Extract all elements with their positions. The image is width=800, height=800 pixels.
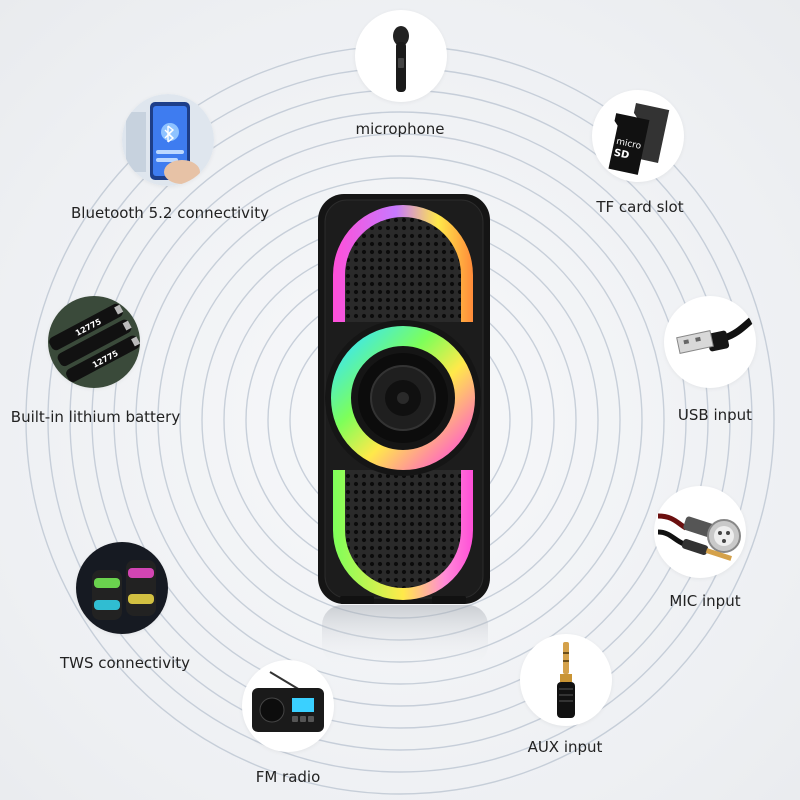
tf-card-bubble: micro SD [592,90,684,182]
phone-bluetooth-icon [122,94,214,186]
microphone-label: microphone [355,120,445,138]
top-grille-light [333,205,473,322]
mic-input-label: MIC input [669,592,741,610]
fm-radio-label: FM radio [255,768,321,786]
tws-label: TWS connectivity [59,654,191,672]
woofer-ring-light [325,320,481,476]
svg-text:SD: SD [613,148,630,162]
xlr-cable-icon [657,513,741,561]
tws-bubble [76,542,168,634]
tf-card-label: TF card slot [596,198,684,216]
twin-speakers-icon [76,542,168,634]
fm-radio-bubble [242,660,334,752]
bottom-grille-light [333,470,473,600]
usb-plug-icon [676,315,756,354]
usb-bubble [664,296,756,388]
bluetooth-label: Bluetooth 5.2 connectivity [71,204,269,222]
battery-label: Built-in lithium battery [10,408,181,426]
aux-jack-icon [557,642,575,718]
battery-cells-icon: 12775 12775 [48,296,140,388]
speaker-reflection [322,605,488,665]
radio-icon [252,671,324,732]
battery-bubble: 12775 12775 [48,296,140,388]
bluetooth-bubble [122,94,214,186]
microsd-card-icon: micro SD [608,103,670,175]
aux-label: AUX input [527,738,603,756]
mic-input-bubble [654,486,746,578]
microphone-icon [393,26,409,92]
usb-label: USB input [677,406,753,424]
microphone-bubble [355,10,447,102]
aux-bubble [520,634,612,726]
